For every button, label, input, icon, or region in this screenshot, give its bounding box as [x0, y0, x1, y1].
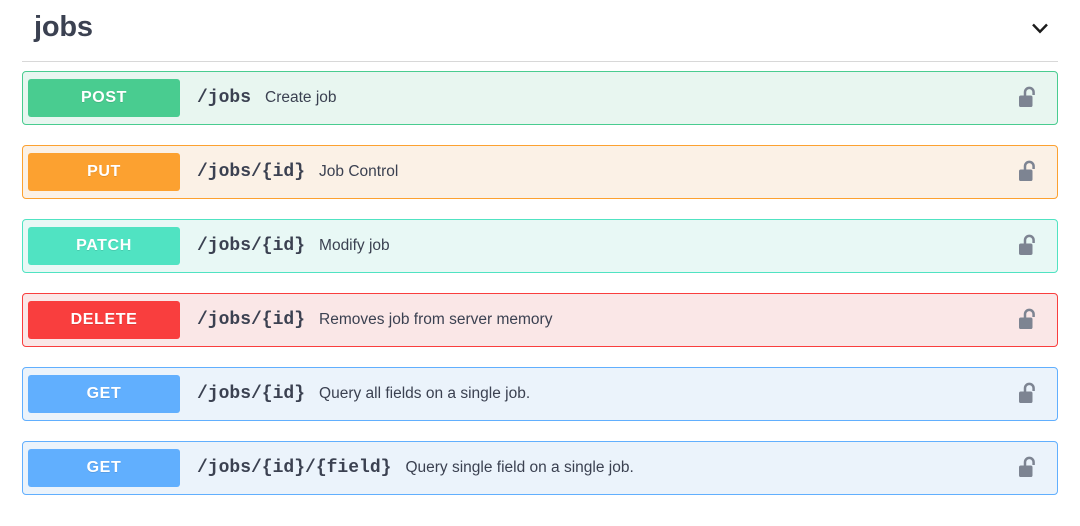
operation-summary: Query single field on a single job. — [405, 459, 634, 476]
tag-section-jobs: jobs POST /jobs Create job PUT /job — [0, 0, 1080, 495]
operation-path: /jobs/{id}/{field} — [197, 458, 392, 478]
http-method-badge: GET — [28, 449, 180, 487]
operation-row[interactable]: POST /jobs Create job — [22, 71, 1058, 125]
operation-summary: Removes job from server memory — [319, 311, 553, 328]
operations-list: POST /jobs Create job PUT /jobs/{id} Job… — [0, 62, 1080, 495]
operation-row[interactable]: GET /jobs/{id}/{field} Query single fiel… — [22, 441, 1058, 495]
operation-path: /jobs/{id} — [197, 162, 306, 182]
collapse-toggle-button[interactable] — [1022, 10, 1058, 46]
operation-summary: Job Control — [319, 163, 399, 180]
http-method-badge: GET — [28, 375, 180, 413]
unlocked-padlock-icon[interactable] — [1015, 453, 1041, 483]
operation-summary: Query all fields on a single job. — [319, 385, 531, 402]
header-divider — [22, 61, 1058, 62]
unlocked-padlock-icon[interactable] — [1015, 157, 1041, 187]
unlocked-padlock-icon[interactable] — [1015, 83, 1041, 113]
http-method-badge: DELETE — [28, 301, 180, 339]
tag-header[interactable]: jobs — [0, 0, 1080, 55]
operation-path: /jobs — [197, 88, 252, 108]
operation-row[interactable]: GET /jobs/{id} Query all fields on a sin… — [22, 367, 1058, 421]
http-method-badge: POST — [28, 79, 180, 117]
page-title: jobs — [34, 11, 93, 43]
operation-path: /jobs/{id} — [197, 384, 306, 404]
unlocked-padlock-icon[interactable] — [1015, 305, 1041, 335]
operation-summary: Create job — [265, 89, 337, 106]
operation-row[interactable]: PUT /jobs/{id} Job Control — [22, 145, 1058, 199]
http-method-badge: PATCH — [28, 227, 180, 265]
unlocked-padlock-icon[interactable] — [1015, 231, 1041, 261]
operation-summary: Modify job — [319, 237, 390, 254]
unlocked-padlock-icon[interactable] — [1015, 379, 1041, 409]
http-method-badge: PUT — [28, 153, 180, 191]
operation-path: /jobs/{id} — [197, 310, 306, 330]
chevron-down-icon — [1026, 14, 1054, 42]
operation-row[interactable]: DELETE /jobs/{id} Removes job from serve… — [22, 293, 1058, 347]
operation-path: /jobs/{id} — [197, 236, 306, 256]
operation-row[interactable]: PATCH /jobs/{id} Modify job — [22, 219, 1058, 273]
